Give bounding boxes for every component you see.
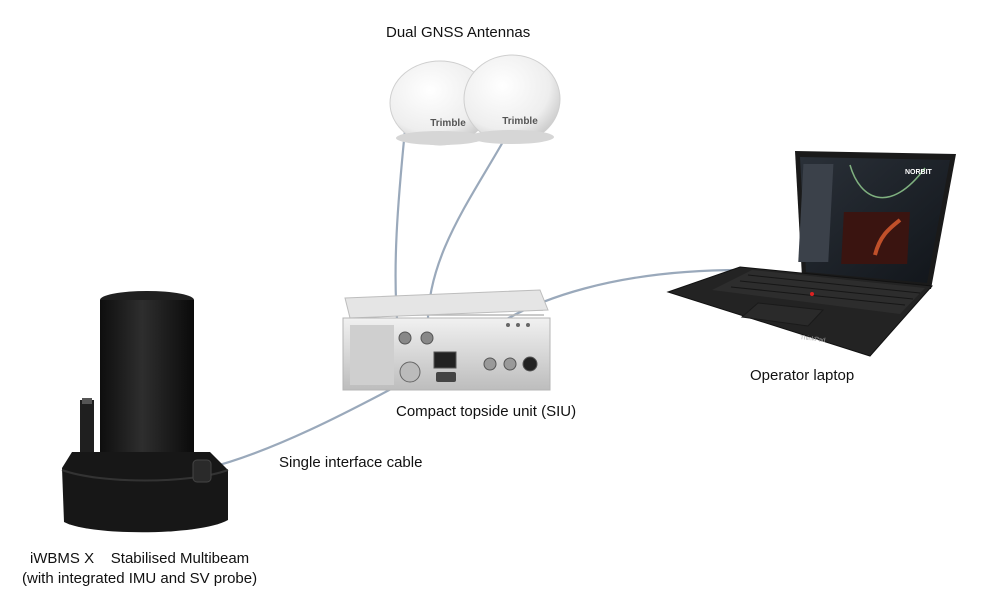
siu-unit	[342, 289, 551, 391]
siu-port-power	[522, 356, 538, 372]
gnss-antennas-label: Dual GNSS Antennas	[386, 24, 531, 41]
gnss-antenna-2: Trimble	[463, 54, 561, 144]
antenna-1-brand: Trimble	[430, 118, 466, 129]
interface-cable-label: Single interface cable	[279, 454, 423, 471]
siu-label: Compact topside unit (SIU)	[396, 403, 577, 420]
operator-laptop-label: Operator laptop	[750, 367, 855, 384]
siu-port-serial	[436, 372, 456, 382]
siu-port-gnss1	[398, 331, 412, 345]
siu-port-gnss2	[420, 331, 434, 345]
laptop-brand: ThinkPad	[800, 335, 826, 344]
operator-laptop: NORBIT ThinkPad	[666, 151, 956, 357]
multibeam-label-line1: iWBMS X Stabilised Multibeam	[29, 550, 250, 567]
trackpoint	[810, 292, 814, 296]
screen-logo: NORBIT	[905, 169, 933, 176]
multibeam-label-line2: (with integrated IMU and SV probe)	[22, 570, 258, 587]
siu-port-a	[483, 357, 497, 371]
siu-port-ethernet	[433, 351, 457, 369]
sv-probe	[80, 400, 94, 460]
multibeam-sonar	[61, 291, 229, 533]
antenna-2-brand: Trimble	[502, 116, 538, 127]
multibeam-connector	[192, 459, 212, 483]
siu-port-b	[503, 357, 517, 371]
siu-port-sensor	[399, 361, 421, 383]
multibeam-label: iWBMS X Stabilised Multibeam (with integ…	[22, 549, 257, 589]
